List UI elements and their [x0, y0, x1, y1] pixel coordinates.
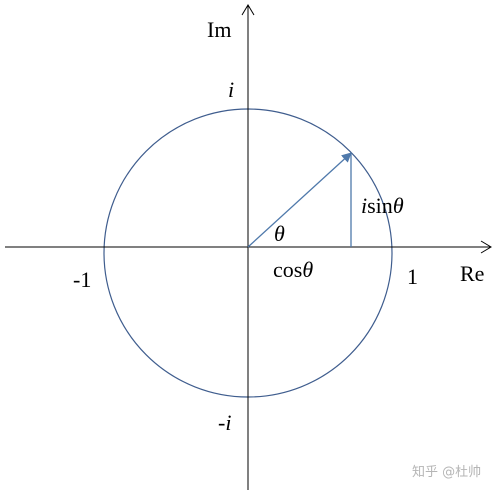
- angle-theta-label: θ: [274, 221, 285, 246]
- real-axis-label: Re: [460, 261, 484, 286]
- unit-vector: [247, 152, 352, 248]
- cos-theta-label: cosθ: [273, 257, 313, 282]
- point-label-i: i: [228, 77, 234, 102]
- sin-func-text: sin: [367, 193, 393, 218]
- point-label-one: 1: [407, 264, 418, 289]
- sin-theta-symbol: θ: [393, 193, 404, 218]
- cos-func-text: cos: [273, 257, 302, 282]
- i-sin-theta-label: isinθ: [361, 193, 404, 218]
- imaginary-axis-label: Im: [207, 17, 231, 42]
- real-axis-arrowhead: [480, 240, 492, 254]
- imaginary-axis-arrowhead: [241, 4, 255, 16]
- point-label-minus-i: -i: [218, 410, 231, 435]
- watermark-text: 知乎 @杜帅: [412, 464, 481, 480]
- point-label-minus-one: -1: [73, 267, 91, 292]
- cos-theta-symbol: θ: [302, 257, 313, 282]
- sin-imag-unit: i: [361, 193, 367, 218]
